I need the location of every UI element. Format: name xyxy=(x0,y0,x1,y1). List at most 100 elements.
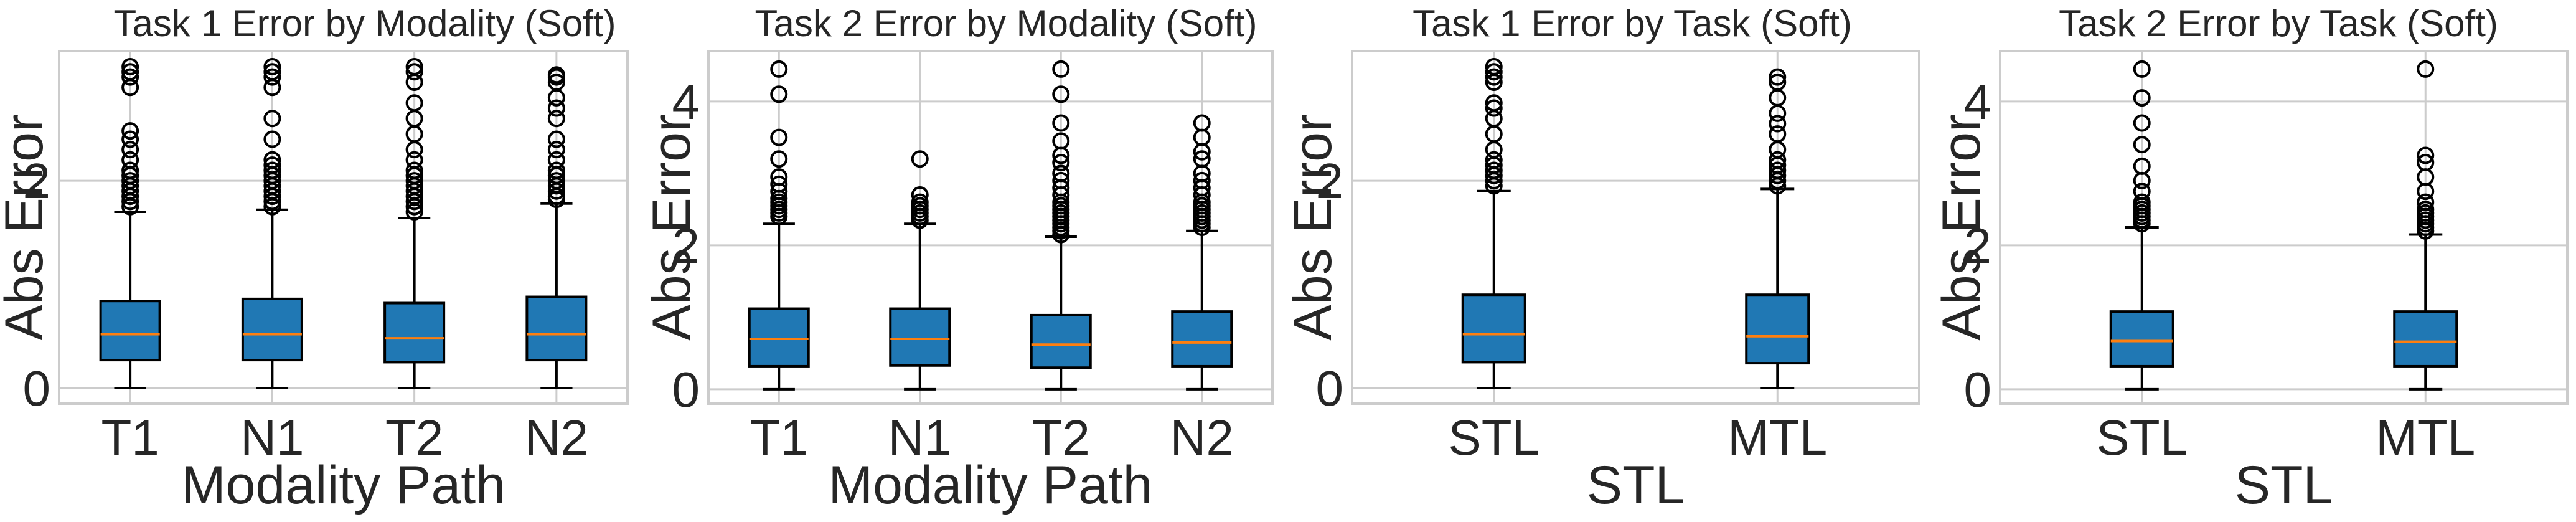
panel1-outlier-point xyxy=(547,151,565,169)
panel1-outlier-point xyxy=(263,130,281,148)
panel4-outlier-point xyxy=(2133,157,2151,175)
panel3-outlier-point xyxy=(1485,99,1503,117)
panel3-outlier-point xyxy=(1485,63,1503,81)
panel1-title: Task 1 Error by Modality (Soft) xyxy=(114,2,616,44)
panel3-outlier-point xyxy=(1769,125,1787,143)
panel2-x-tick-label: T2 xyxy=(1032,410,1090,465)
panel4-outlier-point xyxy=(2417,154,2435,172)
panel3-outlier-point xyxy=(1485,94,1503,112)
panel2-outlier-point xyxy=(1052,60,1070,78)
panel3-title: Task 1 Error by Task (Soft) xyxy=(1413,2,1852,44)
panel3-box-MTL xyxy=(1745,293,1810,365)
panel1-outlier-point xyxy=(547,99,565,117)
panel3-outlier-point xyxy=(1485,57,1503,75)
panel2-outlier-point xyxy=(1052,164,1070,183)
panel1-outlier-point xyxy=(405,161,423,179)
panel3-outlier-point xyxy=(1769,68,1787,86)
panel3-outlier-point xyxy=(1769,115,1787,133)
panel2-outlier-point xyxy=(770,168,788,186)
panel2-outlier-point xyxy=(770,60,788,78)
panel3-x-tick-label: MTL xyxy=(1728,410,1827,465)
panel1-box-N2 xyxy=(525,295,588,362)
panel3-outlier-point xyxy=(1769,161,1787,179)
panel2-outlier-point xyxy=(770,85,788,103)
panel3-outlier-point xyxy=(1769,151,1787,169)
panel1-axes-frame xyxy=(58,50,629,405)
panel1-y-tick-label: 2 xyxy=(23,153,51,209)
panel1-outlier-point xyxy=(121,63,139,81)
panel1-x-tick-label: N1 xyxy=(240,410,304,465)
panel1-outlier-point xyxy=(547,172,565,190)
panel1-outlier-point xyxy=(263,68,281,86)
panel4-outlier-point xyxy=(2417,201,2435,219)
panel3-y-tick-label: 2 xyxy=(1316,153,1344,209)
panel2-outlier-point xyxy=(770,150,788,168)
panel4-outlier-point xyxy=(2133,183,2151,201)
panel2-outlier-point xyxy=(770,175,788,193)
panel1-outlier-point xyxy=(121,122,139,140)
panel1-outlier-point xyxy=(263,57,281,75)
panel2-x-axis-label: Modality Path xyxy=(828,455,1152,515)
panel4-outlier-point xyxy=(2133,114,2151,132)
panel1-outlier-point xyxy=(263,156,281,174)
panel4-axes-frame xyxy=(1999,50,2569,405)
panel2-outlier-point xyxy=(1193,150,1211,168)
panel1-outlier-point xyxy=(547,141,565,159)
panel2-outlier-point xyxy=(911,193,929,211)
panel4-box-MTL xyxy=(2393,310,2458,368)
panel3-outlier-point xyxy=(1485,161,1503,179)
panel2-x-tick-label: N2 xyxy=(1170,410,1234,465)
panel2-y-axis-label: Abs Error xyxy=(642,114,702,340)
panel1-outlier-point xyxy=(547,73,565,91)
panel4-outlier-point xyxy=(2133,89,2151,107)
panel3-axes-frame xyxy=(1351,50,1920,405)
panel1-outlier-point xyxy=(121,68,139,86)
panel2-outlier-point xyxy=(1052,132,1070,150)
panel1-y-axis-label: Abs Error xyxy=(0,114,54,340)
panel2-box-T2 xyxy=(1030,313,1092,369)
panel1-x-tick-label: N2 xyxy=(525,410,588,465)
panel4-y-tick-label: 0 xyxy=(1964,362,1992,417)
panel1-box-N1 xyxy=(241,297,303,362)
panel1-outlier-point xyxy=(405,63,423,81)
panel2-outlier-point xyxy=(1193,171,1211,189)
panel2-x-tick-label: T1 xyxy=(750,410,808,465)
panel1-outlier-point xyxy=(121,161,139,179)
panel2-outlier-point xyxy=(911,150,929,168)
panel1-outlier-point xyxy=(263,161,281,179)
panel2-x-tick-label: N1 xyxy=(888,410,952,465)
panel1-outlier-point xyxy=(121,172,139,190)
panel1-outlier-point xyxy=(547,130,565,148)
panel4-y-tick-label: 4 xyxy=(1964,74,1992,130)
panel2-axes-frame xyxy=(707,50,1274,405)
panel1-outlier-point xyxy=(547,110,565,128)
panel1-outlier-point xyxy=(547,161,565,179)
panel1-box-T2 xyxy=(383,301,446,364)
panel4-outlier-point xyxy=(2133,136,2151,154)
panel4-y-axis-label: Abs Error xyxy=(1932,114,1991,340)
panel2-outlier-point xyxy=(1193,114,1211,132)
panel3-y-axis-label: Abs Error xyxy=(1283,114,1343,340)
panel2-outlier-point xyxy=(911,186,929,204)
panel1-outlier-point xyxy=(263,151,281,169)
panel4-box-STL xyxy=(2109,310,2174,368)
panel3-outlier-point xyxy=(1485,151,1503,169)
panel2-outlier-point xyxy=(1052,85,1070,103)
panel2-outlier-point xyxy=(1052,154,1070,172)
panel1-outlier-point xyxy=(547,66,565,84)
panel3-outlier-point xyxy=(1769,73,1787,91)
panel4-outlier-point xyxy=(2417,60,2435,78)
panel1-outlier-point xyxy=(121,57,139,75)
panel4-x-axis-label: STL xyxy=(2235,455,2333,515)
panel4-x-tick-label: STL xyxy=(2096,410,2188,465)
panel1-outlier-point xyxy=(121,151,139,169)
panel4-outlier-point xyxy=(2133,60,2151,78)
panel1-outlier-point xyxy=(121,141,139,159)
panel1-box-T1 xyxy=(99,300,161,362)
panel1-x-tick-label: T1 xyxy=(101,410,159,465)
panel4-x-tick-label: MTL xyxy=(2376,410,2475,465)
panel4-y-tick-label: 2 xyxy=(1964,218,1992,273)
panel2-outlier-point xyxy=(770,128,788,146)
panel1-y-tick-label: 0 xyxy=(23,361,51,416)
